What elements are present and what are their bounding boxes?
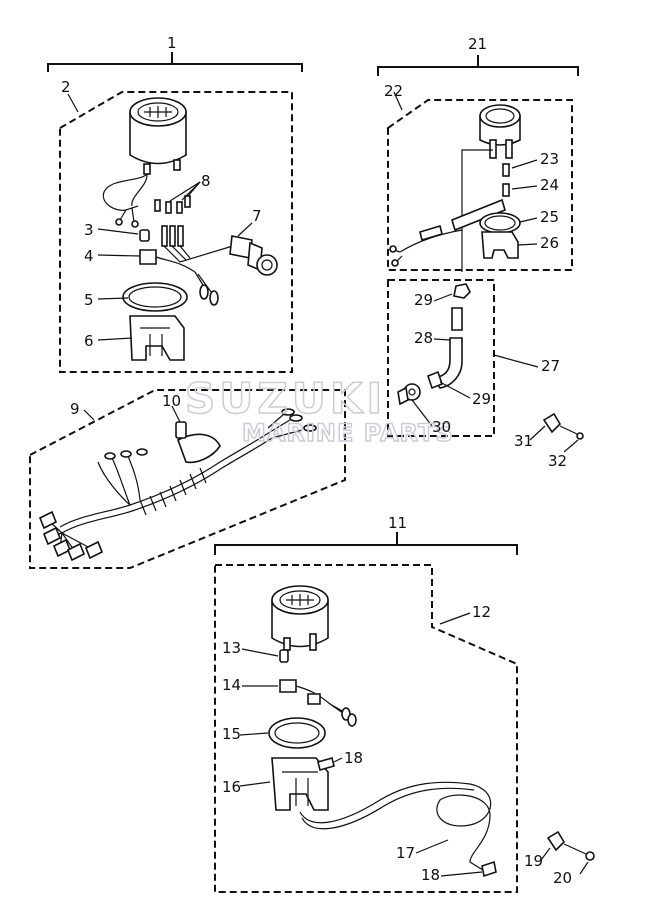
callout-25: 25 <box>540 208 559 226</box>
watermark-brand: SUZUKI <box>185 374 386 423</box>
callout-2: 2 <box>61 78 71 96</box>
gauge-upper <box>102 97 187 228</box>
bulbs <box>154 195 191 214</box>
mounting-bracket-upper <box>129 315 185 361</box>
callout-13: 13 <box>222 639 241 657</box>
callout-5: 5 <box>84 291 94 309</box>
callout-20: 20 <box>553 869 572 887</box>
callout-17: 17 <box>396 844 415 862</box>
elbow-fitting <box>542 412 584 440</box>
callout-29-lower: 29 <box>472 390 491 408</box>
callout-10: 10 <box>162 392 181 410</box>
callout-27: 27 <box>541 357 560 375</box>
callout-31: 31 <box>514 432 533 450</box>
lamp-socket-lower <box>279 679 357 727</box>
bulb-socket-lower <box>279 649 289 663</box>
watermark-line: MARINE PARTS <box>242 419 454 447</box>
kit-27-boundary <box>387 279 495 437</box>
gauge-small <box>389 104 521 272</box>
callout-29-upper: 29 <box>414 291 433 309</box>
callout-11: 11 <box>388 514 407 532</box>
callout-8: 8 <box>201 172 211 190</box>
callout-23: 23 <box>540 150 559 168</box>
callout-18-lower: 18 <box>421 866 440 884</box>
kit-2-boundary <box>59 91 293 373</box>
gauge-lower <box>271 585 329 651</box>
callout-14: 14 <box>222 676 241 694</box>
callout-19: 19 <box>524 852 543 870</box>
callout-32: 32 <box>548 452 567 470</box>
pilot-hose <box>299 781 492 873</box>
harness-9-boundary <box>29 389 346 569</box>
callout-16: 16 <box>222 778 241 796</box>
elbow-fitting-lower <box>546 830 595 861</box>
bulb-socket <box>139 229 150 242</box>
callout-21: 21 <box>468 35 487 53</box>
watermark: SUZUKI MARINE PARTS <box>184 373 454 448</box>
callout-12: 12 <box>472 603 491 621</box>
callout-1: 1 <box>167 34 177 52</box>
callout-4: 4 <box>84 247 94 265</box>
callout-7: 7 <box>252 207 262 225</box>
mounting-ring-lower <box>268 717 326 749</box>
clip-upper <box>317 757 335 771</box>
callout-18-upper: 18 <box>344 749 363 767</box>
group-11-bracket <box>214 532 518 555</box>
callout-24: 24 <box>540 176 559 194</box>
connector-pins <box>502 163 510 197</box>
callouts: 1 2 3 4 5 6 7 8 9 10 11 12 13 14 15 16 1… <box>61 34 572 887</box>
leader-lines <box>67 91 589 877</box>
mounting-ring-small <box>479 212 521 234</box>
callout-30: 30 <box>432 418 451 436</box>
callout-22: 22 <box>384 82 403 100</box>
callout-15: 15 <box>222 725 241 743</box>
group-21-bracket <box>377 55 579 76</box>
callout-28: 28 <box>414 329 433 347</box>
hose-fitting-kit <box>397 283 471 406</box>
clip-lower <box>481 860 497 878</box>
callout-9: 9 <box>70 400 80 418</box>
kit-22-boundary <box>387 99 573 271</box>
mounting-ring-upper <box>122 282 188 312</box>
lamp-socket <box>139 249 219 306</box>
group-1-bracket <box>47 52 303 72</box>
mounting-bracket-small <box>481 231 519 259</box>
wiring-harness <box>38 408 317 562</box>
callout-26: 26 <box>540 234 559 252</box>
callout-6: 6 <box>84 332 94 350</box>
callout-3: 3 <box>84 221 94 239</box>
connector-lead <box>161 225 278 276</box>
